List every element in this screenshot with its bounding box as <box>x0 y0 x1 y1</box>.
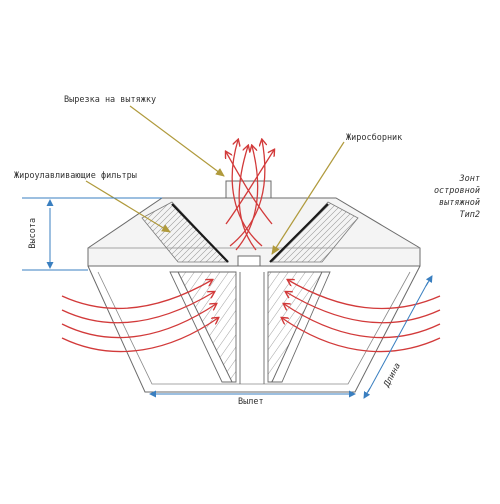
title-line: вытяжной <box>439 198 480 208</box>
intake-arrow <box>61 318 218 353</box>
title-line: Зонт <box>459 174 480 184</box>
intake-arrow <box>61 292 214 324</box>
intake-arrow <box>61 304 216 339</box>
grease-collector-label: Жиросборник <box>346 133 403 143</box>
left-filter-bar <box>171 203 229 263</box>
height-dimension <box>22 197 162 271</box>
left-inner-funnel <box>169 271 241 384</box>
exhaust-airflow <box>225 140 274 251</box>
outlet-cutout-pointer <box>129 105 225 177</box>
intake-arrow <box>284 304 441 339</box>
exhaust-arrow <box>235 146 259 251</box>
height-label: Высота <box>28 217 39 249</box>
outlet-cutout-label: Вырезка на вытяжку <box>64 95 157 105</box>
depth-dimension <box>363 275 433 399</box>
right-intake-airflow <box>282 280 441 353</box>
intake-arrow <box>286 292 441 324</box>
depth-dimension-line <box>367 281 429 393</box>
grease-collector-pointer <box>271 141 345 255</box>
grease-collector-box <box>237 255 261 267</box>
width-label: Вылет <box>238 397 264 407</box>
depth-arrow-down <box>363 387 371 399</box>
exhaust-arrow <box>238 146 257 251</box>
exhaust-arrow <box>225 150 274 225</box>
left-intake-airflow <box>61 280 218 353</box>
product-title: Зонт островной вытяжной Тип2 <box>418 173 480 221</box>
exhaust-arrow <box>229 140 265 247</box>
exhaust-arrow <box>231 140 263 247</box>
depth-arrow-up <box>425 275 433 287</box>
callout-pointers <box>85 105 345 255</box>
hood-skirt <box>87 265 421 393</box>
left-grease-filter <box>141 201 229 263</box>
intake-arrow <box>61 280 212 310</box>
grease-filters-label: Жироулавливающие фильтры <box>14 171 137 181</box>
title-line: островной <box>433 186 480 196</box>
intake-arrow <box>288 280 441 310</box>
title-line: Тип2 <box>459 210 480 220</box>
grease-filters-pointer <box>85 180 171 233</box>
intake-arrow <box>282 318 441 353</box>
exhaust-arrow <box>226 152 273 225</box>
